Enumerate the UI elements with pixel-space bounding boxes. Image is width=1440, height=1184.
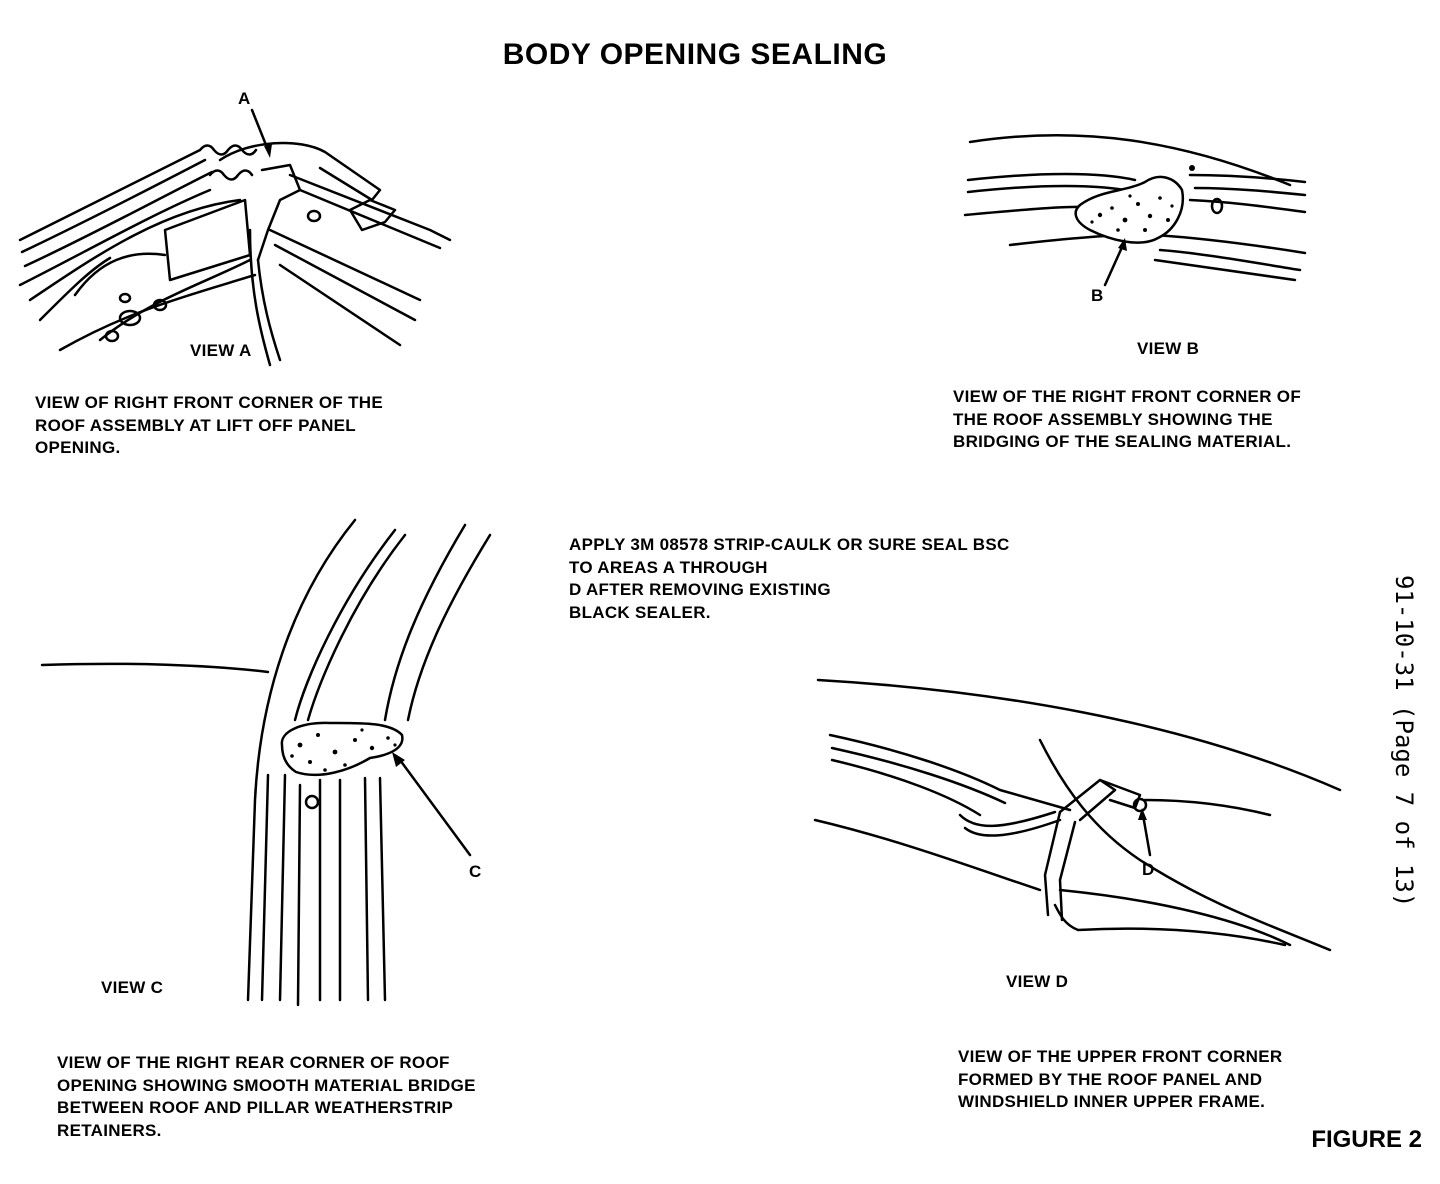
sealing-instructions: APPLY 3M 08578 STRIP-CAULK OR SURE SEAL … (569, 535, 1010, 622)
view-d-caption: VIEW OF THE UPPER FRONT CORNER FORMED BY… (958, 1047, 1283, 1111)
view-a-drawing (18, 108, 452, 367)
view-a-label: VIEW A (190, 341, 252, 360)
figure-label: FIGURE 2 (1311, 1126, 1422, 1153)
view-b-drawing (963, 133, 1307, 287)
callout-d: D (1142, 860, 1155, 879)
callout-b: B (1091, 286, 1104, 305)
view-c-label: VIEW C (101, 978, 164, 997)
view-b-caption: VIEW OF THE RIGHT FRONT CORNER OF THE RO… (953, 387, 1301, 451)
callout-a: A (238, 89, 251, 108)
page-reference: 91-10-31 (Page 7 of 13) (1390, 575, 1418, 908)
callout-c: C (469, 862, 482, 881)
view-d-label: VIEW D (1006, 972, 1069, 991)
page-title: BODY OPENING SEALING (502, 38, 888, 71)
view-c-drawing (40, 518, 492, 1007)
view-b-label: VIEW B (1137, 339, 1200, 358)
view-d-drawing (813, 678, 1342, 952)
view-a-caption: VIEW OF RIGHT FRONT CORNER OF THE ROOF A… (35, 393, 383, 457)
view-c-caption: VIEW OF THE RIGHT REAR CORNER OF ROOF OP… (57, 1053, 476, 1140)
